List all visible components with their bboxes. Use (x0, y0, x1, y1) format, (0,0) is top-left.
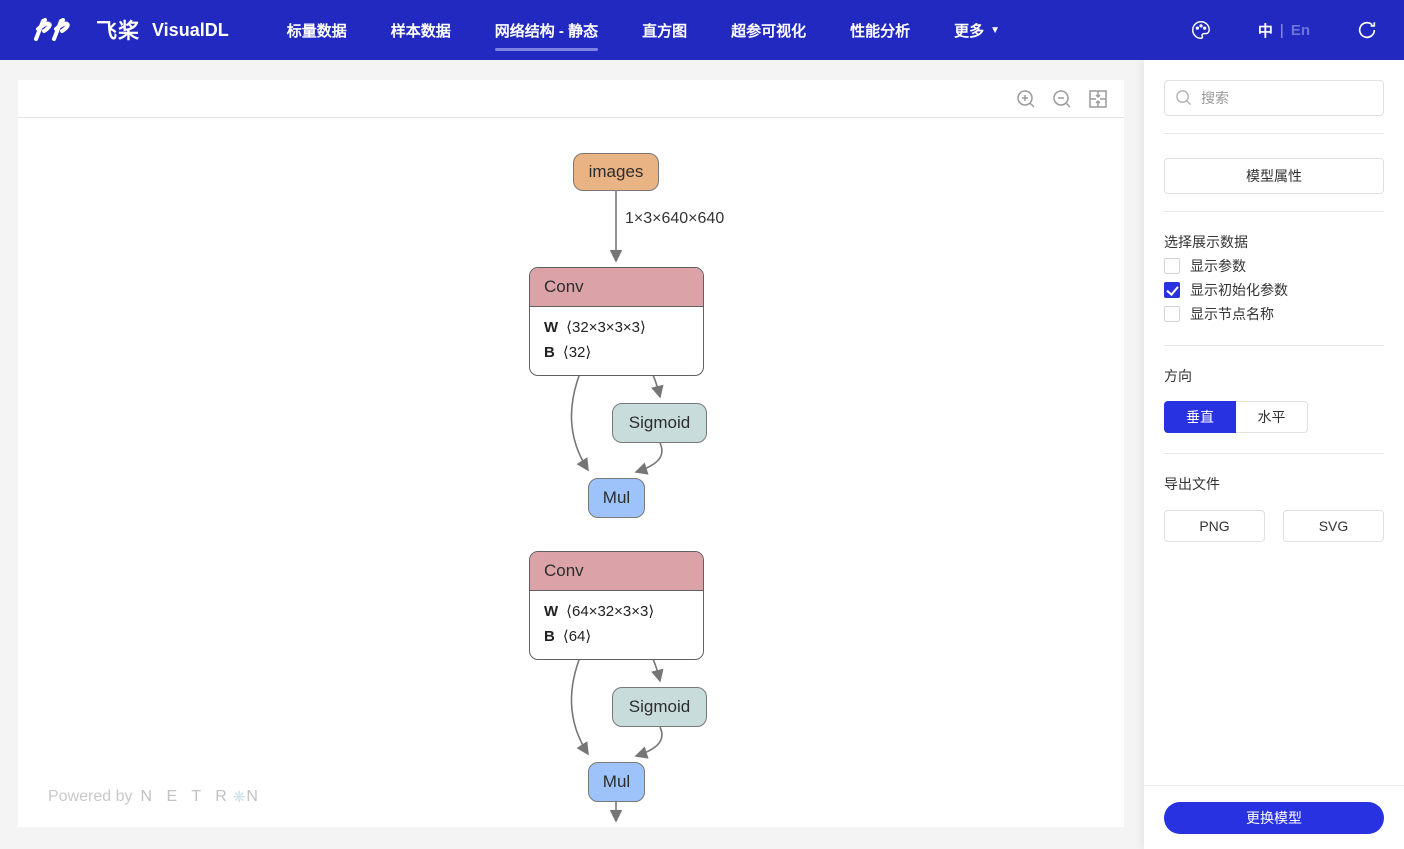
param-row: B⟨64⟩ (544, 628, 592, 645)
theme-palette-icon[interactable] (1190, 19, 1212, 41)
tab-histogram[interactable]: 直方图 (642, 22, 688, 40)
checkbox-icon[interactable] (1164, 258, 1180, 274)
node-sigmoid-2[interactable]: Sigmoid (612, 687, 707, 727)
checkbox-icon[interactable] (1164, 306, 1180, 322)
edge-shape-label: 1×3×640×640 (625, 210, 725, 227)
node-sigmoid-1[interactable]: Sigmoid (612, 403, 707, 443)
zoom-out-icon[interactable] (1052, 89, 1072, 109)
sidebar-footer: 更换模型 (1144, 785, 1404, 849)
edge-conv1-mul1 (570, 367, 589, 472)
chevron-down-icon: ▼ (990, 24, 1001, 36)
edge-sigmoid1-mul1 (634, 442, 663, 475)
fit-screen-icon[interactable] (1088, 89, 1108, 109)
lang-separator: | (1279, 21, 1284, 39)
checkbox-checked-icon[interactable] (1164, 282, 1180, 298)
divider (1164, 453, 1384, 454)
netron-watermark: Powered by N E T R ❋ N (48, 788, 263, 806)
node-conv-2-title: Conv (530, 552, 703, 591)
right-sidebar: 模型属性 选择展示数据 显示参数 显示初始化参数 显示节点名称 方向 垂直 水平… (1144, 60, 1404, 849)
divider (1164, 211, 1384, 212)
node-conv-2[interactable]: Conv W⟨64×32×3×3⟩ B⟨64⟩ (529, 551, 704, 660)
param-row: B⟨32⟩ (544, 344, 592, 361)
node-mul-2[interactable]: Mul (588, 762, 645, 802)
direction-vertical-button[interactable]: 垂直 (1164, 401, 1236, 433)
edge-conv2-mul2 (570, 651, 589, 756)
netron-logo-icon: ❋ (232, 789, 246, 806)
graph-viewport[interactable]: 1×3×640×640 images Conv W⟨32×3×3×3⟩ B⟨32… (18, 118, 1124, 826)
direction-section-title: 方向 (1164, 368, 1192, 384)
direction-horizontal-button[interactable]: 水平 (1236, 401, 1308, 433)
edge-sigmoid2-mul2 (634, 726, 663, 759)
export-section-title: 导出文件 (1164, 476, 1220, 492)
param-row: W⟨32×3×3×3⟩ (544, 319, 646, 336)
visualdl-logo: 飞桨 VisualDL (30, 15, 229, 45)
direction-toggle: 垂直 水平 (1164, 401, 1308, 433)
model-properties-button[interactable]: 模型属性 (1164, 158, 1384, 194)
search-icon (1176, 90, 1192, 106)
logo-text-product: VisualDL (152, 19, 229, 40)
node-conv-2-params: W⟨64×32×3×3⟩ B⟨64⟩ (530, 591, 703, 659)
node-conv-1[interactable]: Conv W⟨32×3×3×3⟩ B⟨32⟩ (529, 267, 704, 376)
divider (1164, 345, 1384, 346)
tab-more[interactable]: 更多▼ (954, 22, 1001, 40)
divider (1164, 133, 1384, 134)
search-input[interactable] (1164, 80, 1384, 116)
tab-profiler[interactable]: 性能分析 (850, 22, 911, 40)
node-conv-1-params: W⟨32×3×3×3⟩ B⟨32⟩ (530, 307, 703, 375)
param-row: W⟨64×32×3×3⟩ (544, 603, 655, 620)
export-png-button[interactable]: PNG (1164, 510, 1265, 542)
checkbox-show-init-params[interactable]: 显示初始化参数 (1164, 280, 1384, 300)
canvas-toolbar (18, 80, 1124, 118)
refresh-icon[interactable] (1356, 19, 1378, 41)
checkbox-show-node-names[interactable]: 显示节点名称 (1164, 304, 1384, 324)
checkbox-show-params[interactable]: 显示参数 (1164, 256, 1384, 276)
logo-text-cn: 飞桨 (96, 20, 140, 43)
zoom-in-icon[interactable] (1016, 89, 1036, 109)
change-model-button[interactable]: 更换模型 (1164, 801, 1384, 834)
nav-menu: 标量数据 样本数据 网络结构 - 静态 直方图 超参可视化 性能分析 更多▼ (287, 0, 1000, 60)
graph-edges (570, 191, 664, 823)
top-navbar: 飞桨 VisualDL 标量数据 样本数据 网络结构 - 静态 直方图 超参可视… (0, 0, 1404, 60)
tab-sample[interactable]: 样本数据 (390, 22, 451, 40)
lang-zh[interactable]: 中 (1257, 22, 1273, 40)
display-data-section-title: 选择展示数据 (1164, 234, 1248, 250)
tab-hyperparam[interactable]: 超参可视化 (731, 22, 807, 40)
graph-canvas-card: 1×3×640×640 images Conv W⟨32×3×3×3⟩ B⟨32… (18, 80, 1124, 827)
node-images[interactable]: images (573, 153, 659, 191)
node-search (1164, 80, 1384, 116)
lang-en[interactable]: En (1290, 21, 1310, 39)
node-mul-1[interactable]: Mul (588, 478, 645, 518)
paddlepaddle-logo-icon (34, 18, 70, 41)
language-switch[interactable]: 中 | En (1258, 20, 1310, 41)
tab-scalar[interactable]: 标量数据 (286, 22, 347, 40)
tab-graph-static[interactable]: 网络结构 - 静态 (494, 0, 599, 60)
node-conv-1-title: Conv (530, 268, 703, 307)
export-svg-button[interactable]: SVG (1283, 510, 1384, 542)
